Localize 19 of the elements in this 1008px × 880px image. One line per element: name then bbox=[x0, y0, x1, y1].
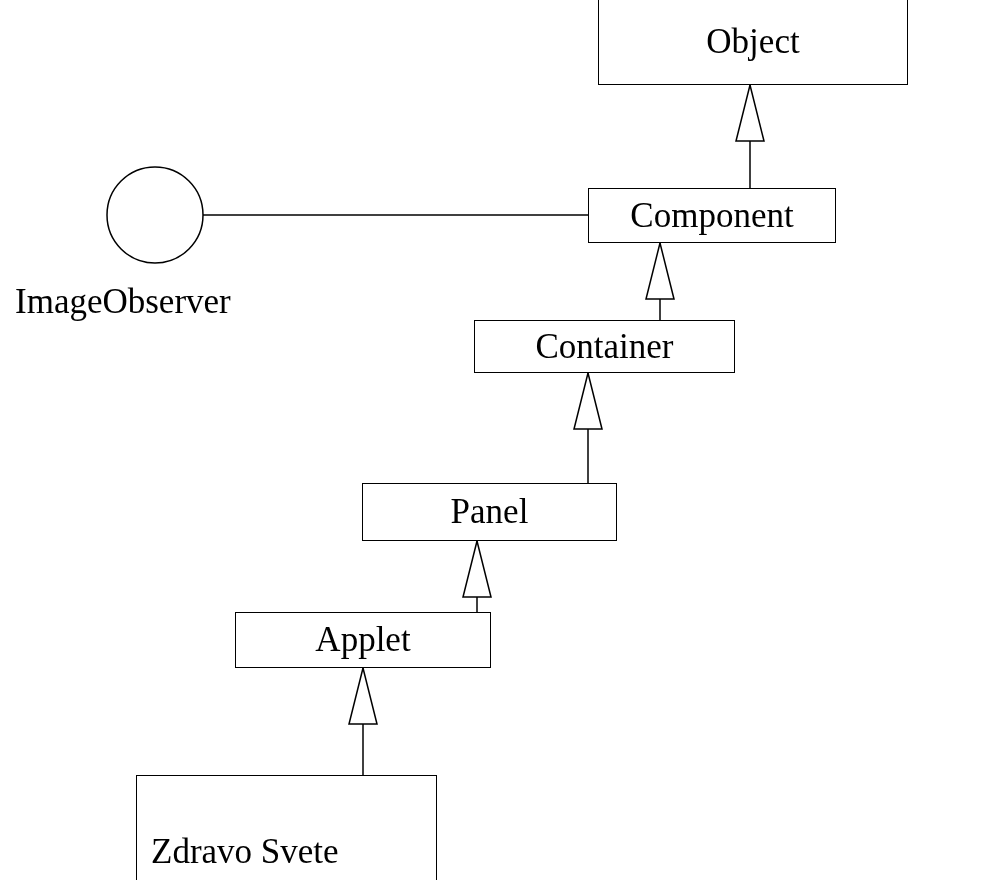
class-name: Object bbox=[706, 21, 800, 62]
class-name: Panel bbox=[450, 492, 529, 532]
class-box bbox=[362, 483, 617, 541]
interface-circle bbox=[106, 166, 204, 264]
class-name: Container bbox=[535, 326, 674, 367]
class-box bbox=[136, 775, 437, 880]
generalization-arrow bbox=[348, 667, 378, 776]
class-name: Component bbox=[630, 195, 794, 236]
interface-name: ImageObserver bbox=[15, 282, 231, 322]
class-box bbox=[598, 0, 908, 85]
generalization-arrow bbox=[645, 242, 675, 321]
class-box bbox=[588, 188, 836, 243]
class-name: Applet bbox=[315, 620, 411, 660]
class-name: Zdravo Svete bbox=[151, 832, 339, 872]
generalization-arrow bbox=[462, 540, 492, 613]
generalization-arrow bbox=[573, 372, 603, 484]
generalization-arrow bbox=[735, 84, 765, 189]
class-box bbox=[235, 612, 491, 668]
class-box bbox=[474, 320, 735, 373]
